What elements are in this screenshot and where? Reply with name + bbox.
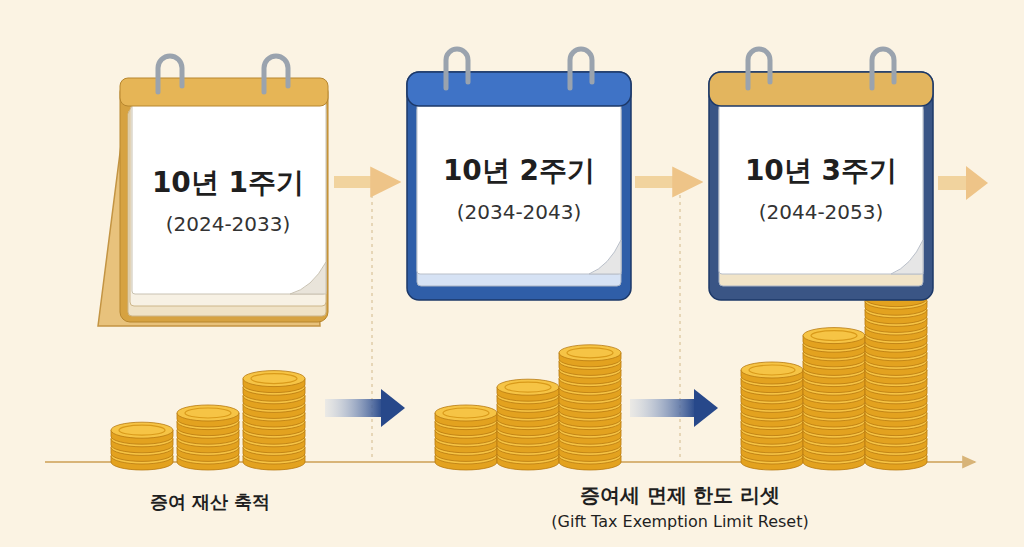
graphic-ellipse [497, 379, 559, 395]
reset-caption: 증여세 면제 한도 리셋 [580, 482, 781, 509]
divider-line [371, 195, 372, 460]
graphic-ellipse [505, 382, 551, 392]
arrow-shaft [630, 399, 696, 417]
calendar-ring [264, 56, 288, 92]
cycle-title: 10년 2주기 [443, 152, 595, 190]
calendar-page-text: 10년 1주기 (2024-2033) [132, 110, 324, 290]
coin-stack [803, 328, 865, 470]
year-range: (2024-2033) [166, 212, 291, 236]
calendar-node: 10년 1주기 (2024-2033) [98, 62, 332, 330]
graphic-ellipse [177, 405, 239, 421]
page-curl [290, 262, 326, 294]
calendar-page [719, 102, 923, 274]
calendar-ring [570, 49, 592, 88]
page-curl [891, 240, 923, 274]
calendar-page-text: 10년 2주기 (2034-2043) [419, 108, 619, 268]
cycle-arrow [635, 176, 691, 188]
calendar-page-text: 10년 3주기 (2044-2053) [721, 108, 921, 268]
graphic-ellipse [559, 345, 621, 361]
calendar-node: 10년 3주기 (2044-2053) [707, 62, 935, 302]
graphic-rect [938, 176, 968, 190]
year-range: (2034-2043) [457, 200, 582, 224]
graphic-ellipse [435, 405, 497, 421]
graphic-ellipse [811, 331, 857, 341]
graphic-ellipse [749, 365, 795, 375]
coin-stack [741, 362, 803, 470]
cycle-arrow [334, 176, 389, 188]
coin-stack [177, 405, 239, 470]
graphic-ellipse [741, 362, 803, 378]
graphic-path [966, 166, 988, 200]
calendar-ring [872, 49, 894, 88]
coin-stack [497, 379, 559, 470]
calendar-bar [120, 78, 328, 106]
calendar-bar [407, 72, 631, 106]
coin-stack [559, 345, 621, 470]
calendar-frame [709, 72, 933, 300]
calendar-ring [446, 49, 468, 88]
coin-stack [111, 422, 173, 470]
graphic-ellipse [803, 328, 865, 344]
year-range: (2044-2053) [759, 200, 884, 224]
calendar-page [132, 102, 326, 294]
graphic-ellipse [251, 374, 297, 384]
graphic-ellipse [243, 371, 305, 387]
graphic-ellipse [111, 422, 173, 438]
arrow-shaft [325, 399, 383, 417]
divider-line [679, 195, 680, 460]
arrow-head [381, 389, 405, 427]
graphic-ellipse [185, 408, 231, 418]
calendar-page [417, 102, 621, 274]
graphic-ellipse [443, 408, 489, 418]
reset-caption-english: (Gift Tax Exemption Limit Reset) [551, 512, 808, 531]
cycle-title: 10년 3주기 [745, 152, 897, 190]
graphic-ellipse [119, 425, 165, 435]
arrow-head [694, 389, 718, 427]
coin-stack [243, 371, 305, 470]
coin-stack [435, 405, 497, 470]
growth-arrow [630, 389, 718, 427]
graphic-ellipse [567, 348, 613, 358]
calendar-bar [709, 72, 933, 106]
page-curl [589, 240, 621, 274]
growth-arrow [325, 389, 405, 427]
calendar-ring [748, 49, 770, 88]
calendar-ring [158, 56, 182, 92]
continue-arrow [938, 166, 988, 200]
cycle-title: 10년 1주기 [152, 164, 304, 202]
calendar-frame [120, 82, 328, 322]
axis-caption: 증여 재산 축적 [150, 490, 271, 514]
calendar-frame [407, 72, 631, 300]
calendar-node: 10년 2주기 (2034-2043) [405, 62, 633, 302]
